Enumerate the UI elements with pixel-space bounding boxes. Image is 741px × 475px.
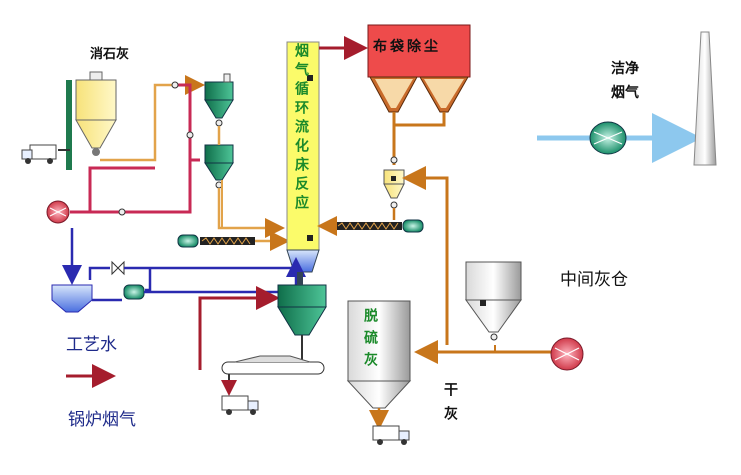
clean-flue-gas-label-line1: 洁净 bbox=[611, 61, 639, 77]
desulfurization-ash-silo bbox=[346, 300, 412, 409]
supply-truck-icon bbox=[21, 144, 57, 164]
boiler-flue-gas-label: 锅炉烟气 bbox=[68, 410, 136, 430]
boiler-gas-inlet-line bbox=[198, 286, 280, 370]
left-screw-conveyor bbox=[177, 234, 255, 248]
ash-return-line bbox=[402, 166, 449, 345]
intermediate-ash-silo bbox=[465, 261, 522, 341]
induced-draft-fan-icon bbox=[589, 121, 627, 155]
baghouse-label: 布袋除尘 bbox=[373, 39, 441, 55]
lime-conveying-fan-icon bbox=[46, 200, 70, 224]
baghouse-filter bbox=[367, 24, 471, 113]
desulfurization-ash-label: 脱硫灰 bbox=[362, 308, 378, 374]
lime-silo bbox=[66, 71, 117, 170]
right-screw-conveyor bbox=[336, 219, 424, 233]
lime-air-line bbox=[70, 158, 200, 214]
chimney-stack bbox=[693, 31, 717, 166]
water-valve-icon bbox=[111, 260, 125, 276]
clean-flue-gas-label-line2: 烟气 bbox=[611, 85, 639, 101]
water-tank bbox=[51, 284, 93, 313]
belt-conveyor bbox=[221, 355, 325, 375]
lime-dosing-hopper bbox=[204, 144, 234, 189]
ash-conveying-fan-icon bbox=[550, 337, 584, 371]
desulf-ash-truck-icon bbox=[372, 425, 410, 445]
pre-dust-collector bbox=[277, 272, 327, 336]
cfb-reactor-label: 烟气循环流化床反应 bbox=[293, 43, 309, 214]
intermediate-ash-silo-label: 中间灰仓 bbox=[560, 270, 628, 290]
water-to-reactor-line bbox=[144, 257, 306, 294]
slaked-lime-label: 消石灰 bbox=[90, 47, 130, 62]
lime-bin-hopper bbox=[204, 73, 234, 127]
ash-recirculation-hopper bbox=[383, 156, 405, 209]
dry-ash-label: 干灰 bbox=[442, 382, 458, 430]
water-pump-icon bbox=[123, 284, 145, 300]
process-water-label: 工艺水 bbox=[66, 335, 117, 355]
belt-truck-icon bbox=[221, 395, 259, 415]
